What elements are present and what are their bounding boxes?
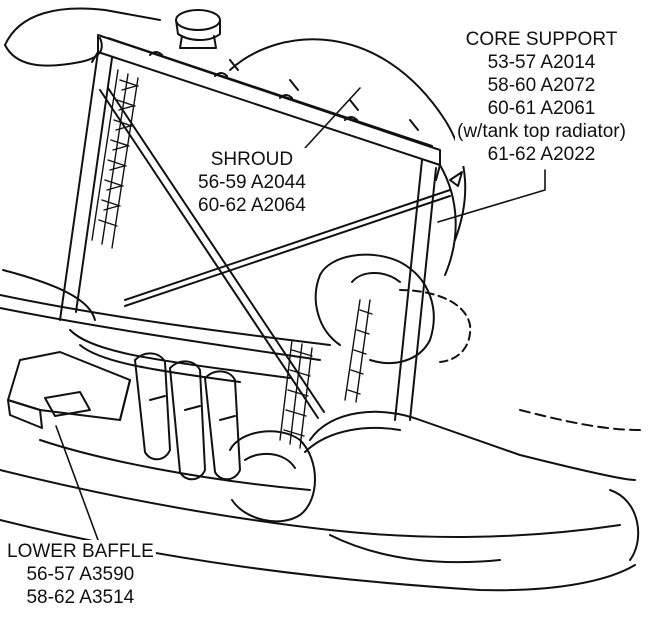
shroud-title: SHROUD [210,149,294,170]
shroud-callout: SHROUD 56-59 A2044 60-62 A2064 [196,148,308,217]
core-support-line: 58-60 A2072 [487,75,596,96]
core-support-line: 60-61 A2061 [487,98,596,119]
support-braces [99,87,463,419]
lower-baffle-line: 58-62 A3514 [26,587,135,608]
core-support-callout: CORE SUPPORT 53-57 A2014 58-60 A2072 60-… [455,28,628,166]
core-support-line: (w/tank top radiator) [457,121,626,142]
core-support-bars [0,294,331,383]
lower-baffle-leader [55,425,99,541]
shroud-line: 60-62 A2064 [198,195,306,216]
lower-baffle-line: 56-57 A3590 [26,564,135,585]
radiator-cap [175,9,221,49]
shroud-leader [304,87,361,149]
radiator-core-right [279,299,373,449]
core-support-title: CORE SUPPORT [465,29,618,50]
lower-baffle-title: LOWER BAFFLE [7,541,154,562]
fan-blades [134,352,241,481]
core-support-leader [437,169,546,223]
fan-pulley [229,430,316,523]
lower-baffle [7,351,131,429]
radiator-frame [59,51,437,421]
shroud-ring [229,38,472,365]
shroud-line: 56-59 A2044 [198,172,306,193]
lower-baffle-callout: LOWER BAFFLE 56-57 A3590 58-62 A3514 [5,540,156,609]
radiator-top-tank [91,34,441,181]
core-support-line: 53-57 A2014 [487,52,596,73]
left-fender [2,7,161,321]
radiator-core-left [91,69,139,249]
leader-lines [55,87,546,541]
core-support-line: 61-62 A2022 [487,144,596,165]
